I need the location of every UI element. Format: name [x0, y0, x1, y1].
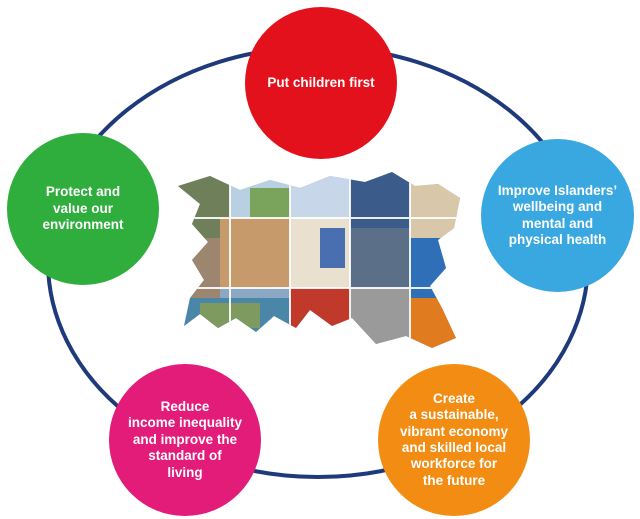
priority-protect-environment-label: Protect and value our environment [42, 184, 124, 233]
island-photo-collage [178, 172, 460, 348]
priority-sustainable-economy: Create a sustainable, vibrant economy an… [378, 364, 530, 516]
priority-reduce-inequality-label: Reduce income inequality and improve the… [127, 398, 243, 480]
priority-sustainable-economy-label: Create a sustainable, vibrant economy an… [399, 390, 509, 488]
priority-children-first-label: Put children first [267, 74, 375, 90]
priority-protect-environment: Protect and value our environment [7, 133, 159, 285]
priority-wellbeing-health: Improve Islanders’ wellbeing and mental … [481, 139, 634, 292]
priority-wellbeing-health-label: Improve Islanders’ wellbeing and mental … [497, 182, 618, 247]
priority-reduce-inequality: Reduce income inequality and improve the… [109, 364, 261, 516]
priority-children-first: Put children first [245, 7, 397, 159]
